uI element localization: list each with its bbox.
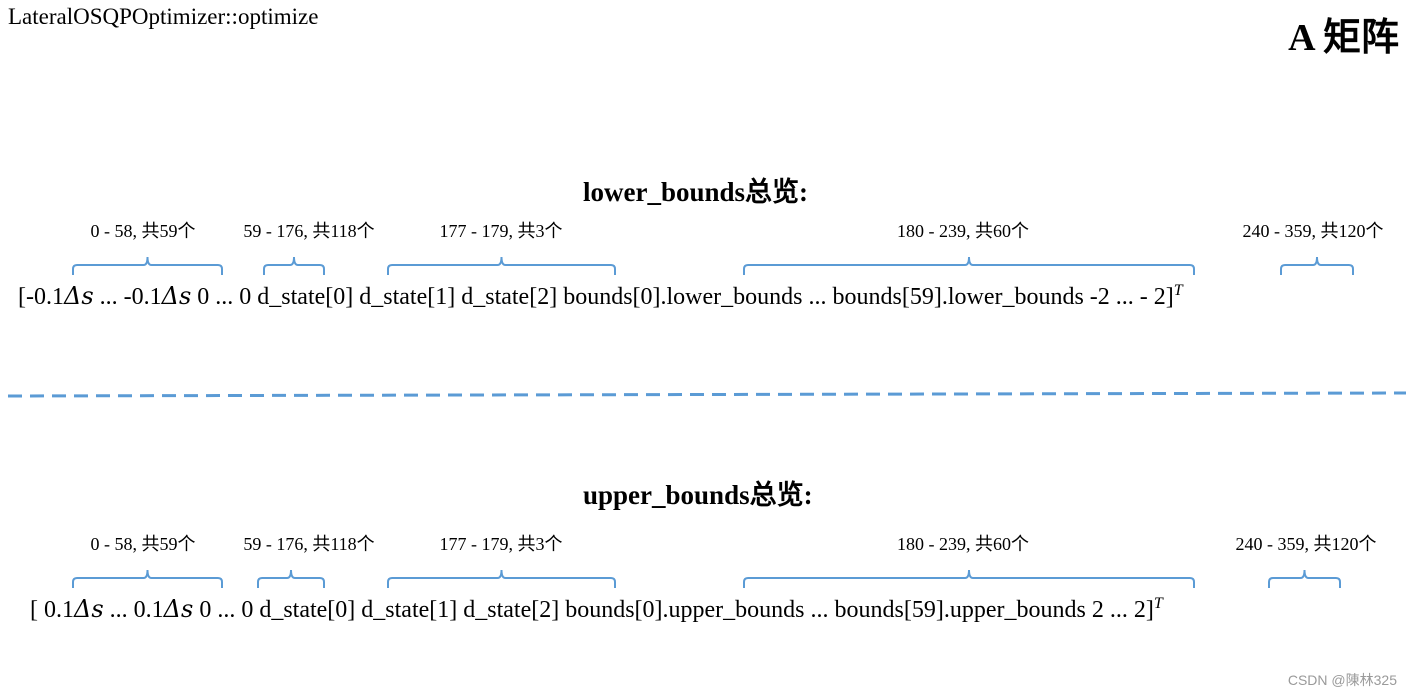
watermark: CSDN @陳林325: [1287, 672, 1397, 688]
lower-range-label-0: 0 - 58, 共59个: [90, 221, 196, 241]
transpose-symbol: T: [1173, 282, 1183, 299]
upper-range-label-4: 240 - 359, 共120个: [1235, 534, 1377, 554]
lower-vector-seg2: 0 ... 0 d_state[0] d_state[1] d_state[2]…: [191, 284, 1174, 310]
upper-bounds-vector: [ 0.1Δs ... 0.1Δs 0 ... 0 d_state[0] d_s…: [30, 595, 1163, 624]
delta-s-symbol: Δs: [161, 282, 192, 310]
lower-range-label-3: 180 - 239, 共60个: [897, 221, 1029, 241]
upper-range-label-2: 177 - 179, 共3个: [439, 534, 563, 554]
upper-range-label-1: 59 - 176, 共118个: [243, 534, 375, 554]
upper-range-bracket-4: [1268, 569, 1341, 588]
lower-range-bracket-3: [743, 256, 1195, 275]
section-divider: [7, 391, 1407, 398]
upper-range-bracket-0: [72, 569, 223, 588]
upper-range-bracket-2: [387, 569, 616, 588]
delta-s-symbol: Δs: [63, 282, 94, 310]
lower-bounds-title: lower_bounds总览:: [583, 177, 809, 207]
upper-range-bracket-1: [257, 569, 325, 588]
delta-s-symbol: Δs: [163, 595, 194, 623]
upper-vector-seg1: ... 0.1: [103, 597, 164, 623]
upper-bounds-title: upper_bounds总览:: [583, 480, 813, 510]
lower-range-bracket-0: [72, 256, 223, 275]
lower-range-bracket-1: [263, 256, 325, 275]
lower-vector-open: [-0.1: [18, 284, 64, 310]
upper-range-label-0: 0 - 58, 共59个: [90, 534, 196, 554]
transpose-symbol: T: [1153, 595, 1163, 612]
lower-range-bracket-2: [387, 256, 616, 275]
matrix-title: A 矩阵: [1288, 17, 1399, 59]
upper-range-label-3: 180 - 239, 共60个: [897, 534, 1029, 554]
lower-range-bracket-4: [1280, 256, 1354, 275]
upper-vector-open: [ 0.1: [30, 597, 74, 623]
lower-vector-seg1: ... -0.1: [93, 284, 162, 310]
lower-bounds-vector: [-0.1Δs ... -0.1Δs 0 ... 0 d_state[0] d_…: [18, 282, 1183, 311]
delta-s-symbol: Δs: [74, 595, 104, 623]
upper-vector-seg2: 0 ... 0 d_state[0] d_state[1] d_state[2]…: [193, 597, 1154, 623]
lower-range-label-2: 177 - 179, 共3个: [439, 221, 563, 241]
lower-range-label-1: 59 - 176, 共118个: [243, 221, 375, 241]
upper-range-bracket-3: [743, 569, 1195, 588]
function-name: LateralOSQPOptimizer::optimize: [8, 4, 319, 29]
lower-range-label-4: 240 - 359, 共120个: [1242, 221, 1384, 241]
